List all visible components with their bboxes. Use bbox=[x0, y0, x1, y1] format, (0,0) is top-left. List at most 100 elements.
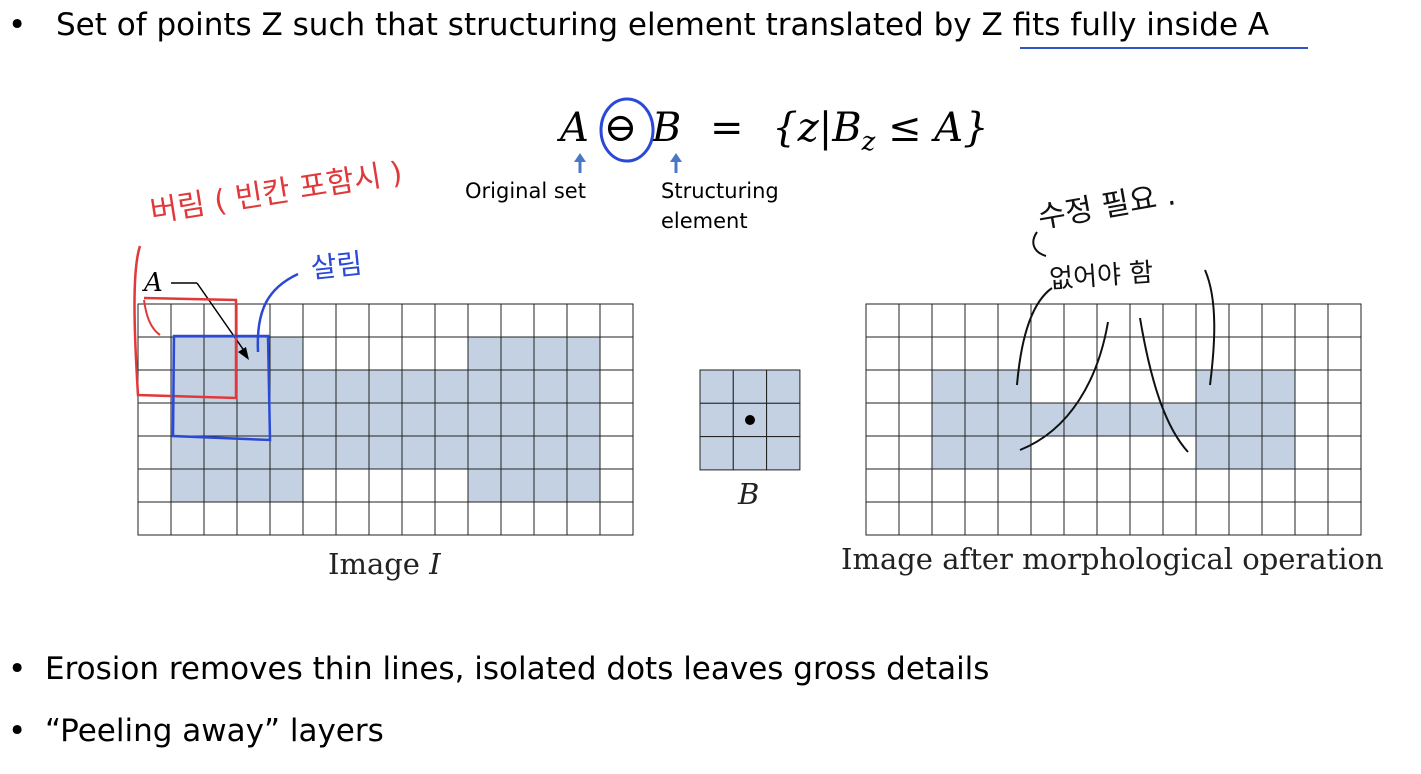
grid-cell-empty bbox=[401, 303, 436, 338]
grid-cell-empty bbox=[1096, 435, 1131, 470]
grid-cell-empty bbox=[368, 336, 403, 371]
grid-cell-empty bbox=[997, 468, 1032, 503]
grid-cell-empty bbox=[599, 435, 634, 470]
grid-cell-empty bbox=[865, 435, 900, 470]
formula-a: A bbox=[560, 105, 589, 151]
grid-cell-filled bbox=[533, 468, 568, 503]
grid-cell-empty bbox=[1294, 402, 1329, 437]
caption-image-i: Image I bbox=[328, 550, 441, 579]
grid-cell-empty bbox=[566, 501, 601, 536]
grid-structuring-b bbox=[699, 369, 801, 471]
grid-cell-empty bbox=[1096, 501, 1131, 536]
grid-cell-empty bbox=[137, 501, 172, 536]
caption-image-after: Image after morphological operation bbox=[841, 542, 1384, 576]
grid-cell-filled bbox=[1228, 369, 1263, 404]
grid-cell-filled bbox=[1195, 435, 1230, 470]
grid-cell-filled bbox=[434, 369, 469, 404]
grid-cell-filled bbox=[203, 435, 238, 470]
grid-cell-empty bbox=[599, 303, 634, 338]
grid-cell-filled bbox=[467, 468, 502, 503]
grid-cell-filled bbox=[302, 435, 337, 470]
grid-cell-empty bbox=[434, 336, 469, 371]
grid-cell-filled bbox=[1261, 369, 1296, 404]
grid-cell-filled bbox=[566, 369, 601, 404]
origin-dot bbox=[745, 415, 755, 425]
grid-cell-filled bbox=[401, 369, 436, 404]
grid-cell-empty bbox=[335, 468, 370, 503]
grid-cell-empty bbox=[401, 336, 436, 371]
grid-cell-empty bbox=[865, 468, 900, 503]
grid-cell-filled bbox=[566, 336, 601, 371]
grid-cell-filled bbox=[1228, 402, 1263, 437]
grid-cell-filled bbox=[964, 369, 999, 404]
grid-cell-empty bbox=[500, 303, 535, 338]
grid-cell-filled bbox=[269, 336, 304, 371]
grid-cell-empty bbox=[1327, 402, 1362, 437]
formula-subscript: z bbox=[861, 127, 876, 157]
grid-cell-empty bbox=[368, 303, 403, 338]
blue-annotation-box bbox=[171, 334, 272, 442]
grid-cell-empty bbox=[1030, 501, 1065, 536]
grid-cell-empty bbox=[533, 303, 568, 338]
grid-cell-filled bbox=[766, 402, 801, 438]
grid-cell-empty bbox=[865, 303, 900, 338]
grid-cell-filled bbox=[1096, 402, 1131, 437]
handwritten-blue-note: 살림 bbox=[309, 247, 364, 285]
grid-cell-filled bbox=[997, 369, 1032, 404]
label-structuring-element: Structuring element bbox=[661, 179, 779, 234]
grid-cell-empty bbox=[401, 501, 436, 536]
grid-cell-empty bbox=[500, 501, 535, 536]
grid-cell-filled bbox=[401, 402, 436, 437]
grid-cell-filled bbox=[1261, 402, 1296, 437]
grid-cell-empty bbox=[1294, 336, 1329, 371]
grid-cell-filled bbox=[368, 369, 403, 404]
grid-cell-filled bbox=[500, 369, 535, 404]
grid-cell-empty bbox=[865, 501, 900, 536]
bullet-text: “Peeling away” layers bbox=[45, 713, 384, 749]
grid-cell-filled bbox=[533, 336, 568, 371]
grid-cell-filled bbox=[203, 402, 238, 437]
grid-cell-filled bbox=[766, 436, 801, 471]
grid-cell-empty bbox=[1063, 468, 1098, 503]
bullet-text: Set of points Z such that structuring el… bbox=[56, 7, 1270, 43]
grid-cell-empty bbox=[1129, 501, 1164, 536]
grid-cell-empty bbox=[1327, 468, 1362, 503]
grid-cell-empty bbox=[302, 501, 337, 536]
grid-cell-empty bbox=[931, 336, 966, 371]
grid-cell-empty bbox=[335, 303, 370, 338]
grid-cell-filled bbox=[1063, 402, 1098, 437]
arrow-structuring bbox=[670, 153, 682, 173]
grid-cell-filled bbox=[699, 402, 734, 438]
grid-cell-empty bbox=[1096, 303, 1131, 338]
grid-cell-filled bbox=[766, 369, 801, 404]
grid-cell-empty bbox=[997, 336, 1032, 371]
grid-cell-filled bbox=[269, 435, 304, 470]
grid-cell-filled bbox=[368, 402, 403, 437]
grid-cell-filled bbox=[170, 468, 205, 503]
grid-cell-filled bbox=[236, 468, 271, 503]
bullet-marker: • bbox=[8, 7, 27, 43]
grid-cell-empty bbox=[368, 468, 403, 503]
grid-cell-filled bbox=[467, 336, 502, 371]
grid-cell-filled bbox=[1195, 369, 1230, 404]
grid-cell-empty bbox=[170, 501, 205, 536]
grid-cell-empty bbox=[964, 303, 999, 338]
grid-cell-empty bbox=[137, 402, 172, 437]
grid-cell-empty bbox=[1261, 303, 1296, 338]
grid-cell-filled bbox=[1195, 402, 1230, 437]
formula-b: B bbox=[651, 105, 682, 151]
grid-cell-empty bbox=[1063, 336, 1098, 371]
grid-cell-empty bbox=[236, 501, 271, 536]
grid-cell-empty bbox=[898, 435, 933, 470]
grid-cell-empty bbox=[1261, 501, 1296, 536]
grid-cell-empty bbox=[1261, 336, 1296, 371]
grid-cell-filled bbox=[302, 402, 337, 437]
red-annotation-box bbox=[133, 245, 238, 400]
formula-operator: ⊖ bbox=[603, 105, 638, 151]
grid-cell-filled bbox=[269, 468, 304, 503]
grid-cell-filled bbox=[500, 402, 535, 437]
grid-cell-empty bbox=[1063, 435, 1098, 470]
grid-cell-empty bbox=[269, 501, 304, 536]
grid-cell-empty bbox=[964, 468, 999, 503]
